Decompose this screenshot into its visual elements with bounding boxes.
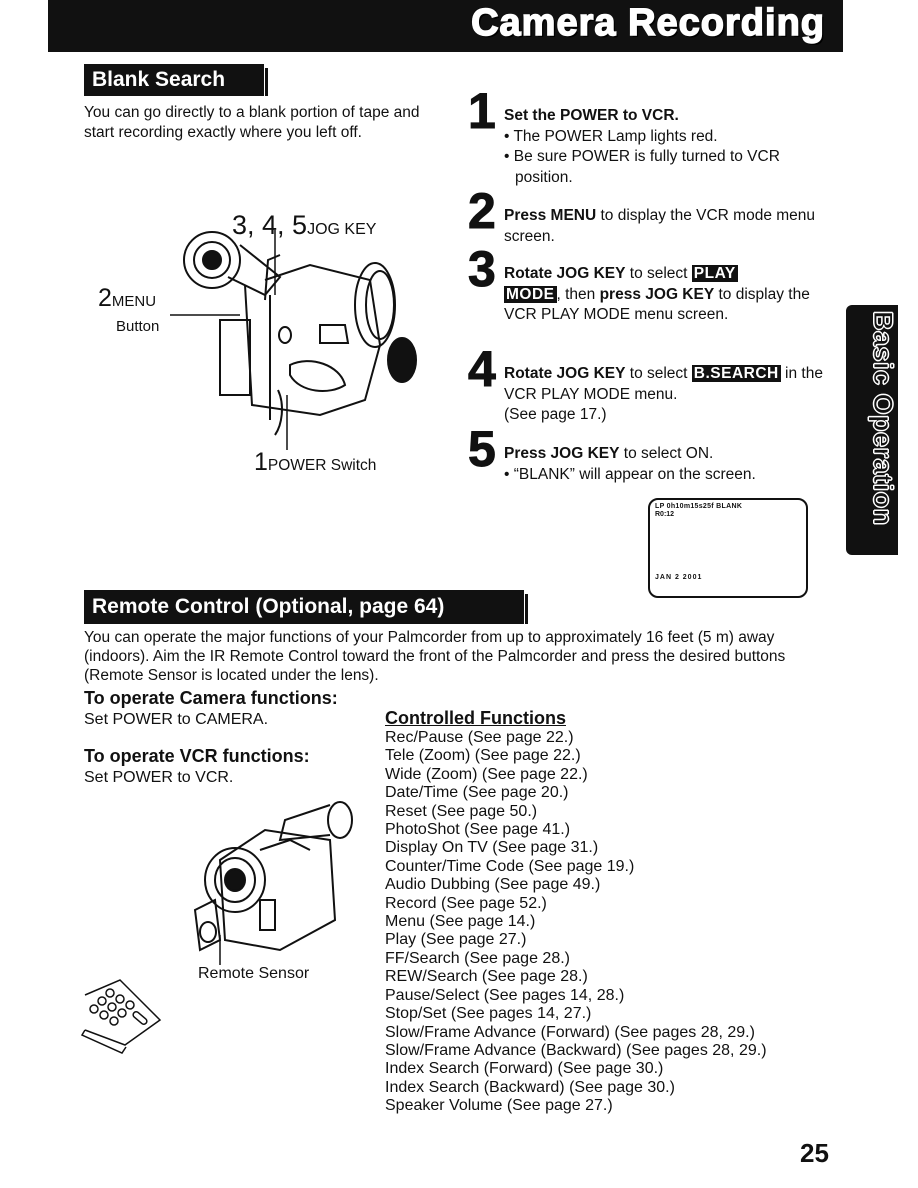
blank-search-intro: You can go directly to a blank portion o…: [84, 104, 420, 141]
list-item: Audio Dubbing (See page 49.): [385, 876, 601, 894]
jog-key-label: 3, 4, 5JOG KEY: [232, 210, 376, 241]
list-item: PhotoShot (See page 41.): [385, 821, 571, 839]
step-3-text: , then: [556, 285, 600, 303]
vcr-functions-text: Set POWER to VCR.: [84, 769, 234, 786]
screen-display: LP 0h10m15s25f BLANK R0:12 JAN 2 2001: [648, 498, 808, 598]
list-item: Menu (See page 14.): [385, 913, 536, 931]
step-5-bullet: • “BLANK” will appear on the screen.: [504, 465, 756, 483]
controlled-functions-heading: Controlled Functions: [385, 708, 566, 728]
screen-date-line: JAN 2 2001: [655, 574, 703, 581]
list-item: Speaker Volume (See page 27.): [385, 1097, 613, 1115]
menu-step: 2: [98, 284, 112, 312]
camera-functions-text: Set POWER to CAMERA.: [84, 711, 269, 728]
step-2-text: to display the VCR mode menu screen.: [504, 207, 816, 245]
step-1-bullet: • Be sure POWER is fully turned to VCR p…: [504, 148, 780, 186]
controlled-functions-list: Rec/Pause (See page 22.) Tele (Zoom) (Se…: [385, 729, 767, 1116]
step-number: 3: [468, 241, 497, 297]
menu-label: 2MENU: [98, 284, 156, 313]
power-text: POWER Switch: [267, 457, 377, 474]
list-item: Index Search (Forward) (See page 30.): [385, 1060, 664, 1078]
list-item: Stop/Set (See pages 14, 27.): [385, 1005, 592, 1023]
step-3-text: to display the VCR PLAY MODE menu screen…: [504, 285, 810, 324]
step-4-text: to select: [625, 365, 692, 382]
menu-text: MENU: [111, 293, 157, 310]
list-item: Play (See page 27.): [385, 931, 527, 949]
step-1-bullet: • The POWER Lamp lights red.: [504, 127, 718, 145]
list-item: Reset (See page 50.): [385, 802, 538, 820]
list-item: Date/Time (See page 20.): [385, 784, 569, 802]
step-3-instruction: Rotate JOG KEY: [504, 265, 626, 282]
list-item: REW/Search (See page 28.): [385, 968, 588, 986]
b-search-menu-item: B.SEARCH: [691, 365, 781, 382]
step-number: 5: [468, 421, 497, 477]
power-switch-label: 1POWER Switch: [254, 448, 376, 477]
step-number: 4: [468, 341, 497, 397]
camera-functions-heading: To operate Camera functions:: [84, 688, 338, 708]
step-4-text: in the VCR PLAY MODE menu.: [504, 365, 823, 403]
power-step: 1: [254, 448, 268, 476]
blank-search-heading-text: Blank Search: [92, 68, 226, 91]
list-item: Slow/Frame Advance (Backward) (See pages…: [385, 1041, 767, 1059]
list-item: Tele (Zoom) (See page 22.): [385, 747, 581, 765]
screen-status-line: LP 0h10m15s25f BLANK: [655, 503, 743, 510]
play-menu-item: PLAY: [691, 265, 738, 282]
jog-key-steps: 3, 4, 5: [232, 210, 308, 240]
list-item: Pause/Select (See pages 14, 28.): [385, 986, 625, 1004]
list-item: Slow/Frame Advance (Forward) (See pages …: [385, 1023, 755, 1041]
jog-key-text: JOG KEY: [307, 221, 377, 238]
step-5-text: to select ON.: [619, 445, 714, 462]
list-item: Rec/Pause (See page 22.): [385, 729, 574, 746]
remote-control-heading: Remote Control (Optional, page 64): [84, 590, 528, 624]
list-item: Index Search (Backward) (See page 30.): [385, 1078, 675, 1096]
step-number: 2: [468, 183, 497, 239]
step-2-instruction: Press MENU: [504, 207, 597, 224]
step-1-instruction: Set the POWER to VCR.: [504, 107, 679, 124]
step-5-instruction: Press JOG KEY: [504, 445, 620, 462]
step-3-instruction: press JOG KEY: [599, 285, 715, 303]
remote-control-intro: You can operate the major functions of y…: [84, 629, 786, 684]
list-item: Record (See page 52.): [385, 894, 547, 912]
step-3-text: to select: [625, 265, 692, 282]
list-item: Counter/Time Code (See page 19.): [385, 857, 635, 875]
camcorder-illustration: [170, 230, 417, 450]
menu-button-label: Button: [116, 318, 160, 335]
screen-counter-line: R0:12: [655, 511, 675, 518]
mode-menu-item: MODE: [504, 285, 557, 303]
page-header: Camera Recording: [48, 0, 843, 52]
side-tab-label: Basic Operation: [868, 311, 899, 527]
remote-sensor-label: Remote Sensor: [198, 965, 310, 982]
remote-control-illustration: [80, 979, 162, 1054]
list-item: Wide (Zoom) (See page 22.): [385, 765, 588, 783]
page-number: 25: [800, 1138, 829, 1168]
vcr-functions-heading: To operate VCR functions:: [84, 746, 310, 766]
page-title: Camera Recording: [470, 1, 825, 45]
side-tab: Basic Operation: [846, 305, 899, 555]
blank-search-heading: Blank Search: [84, 64, 268, 96]
step-4-page-ref: (See page 17.): [504, 406, 607, 423]
step-number: 1: [468, 83, 497, 139]
remote-control-heading-text: Remote Control (Optional, page 64): [92, 595, 445, 618]
list-item: Display On TV (See page 31.): [385, 839, 599, 857]
camcorder-front-illustration: [193, 801, 353, 965]
step-4-instruction: Rotate JOG KEY: [504, 365, 626, 382]
list-item: FF/Search (See page 28.): [385, 949, 570, 967]
